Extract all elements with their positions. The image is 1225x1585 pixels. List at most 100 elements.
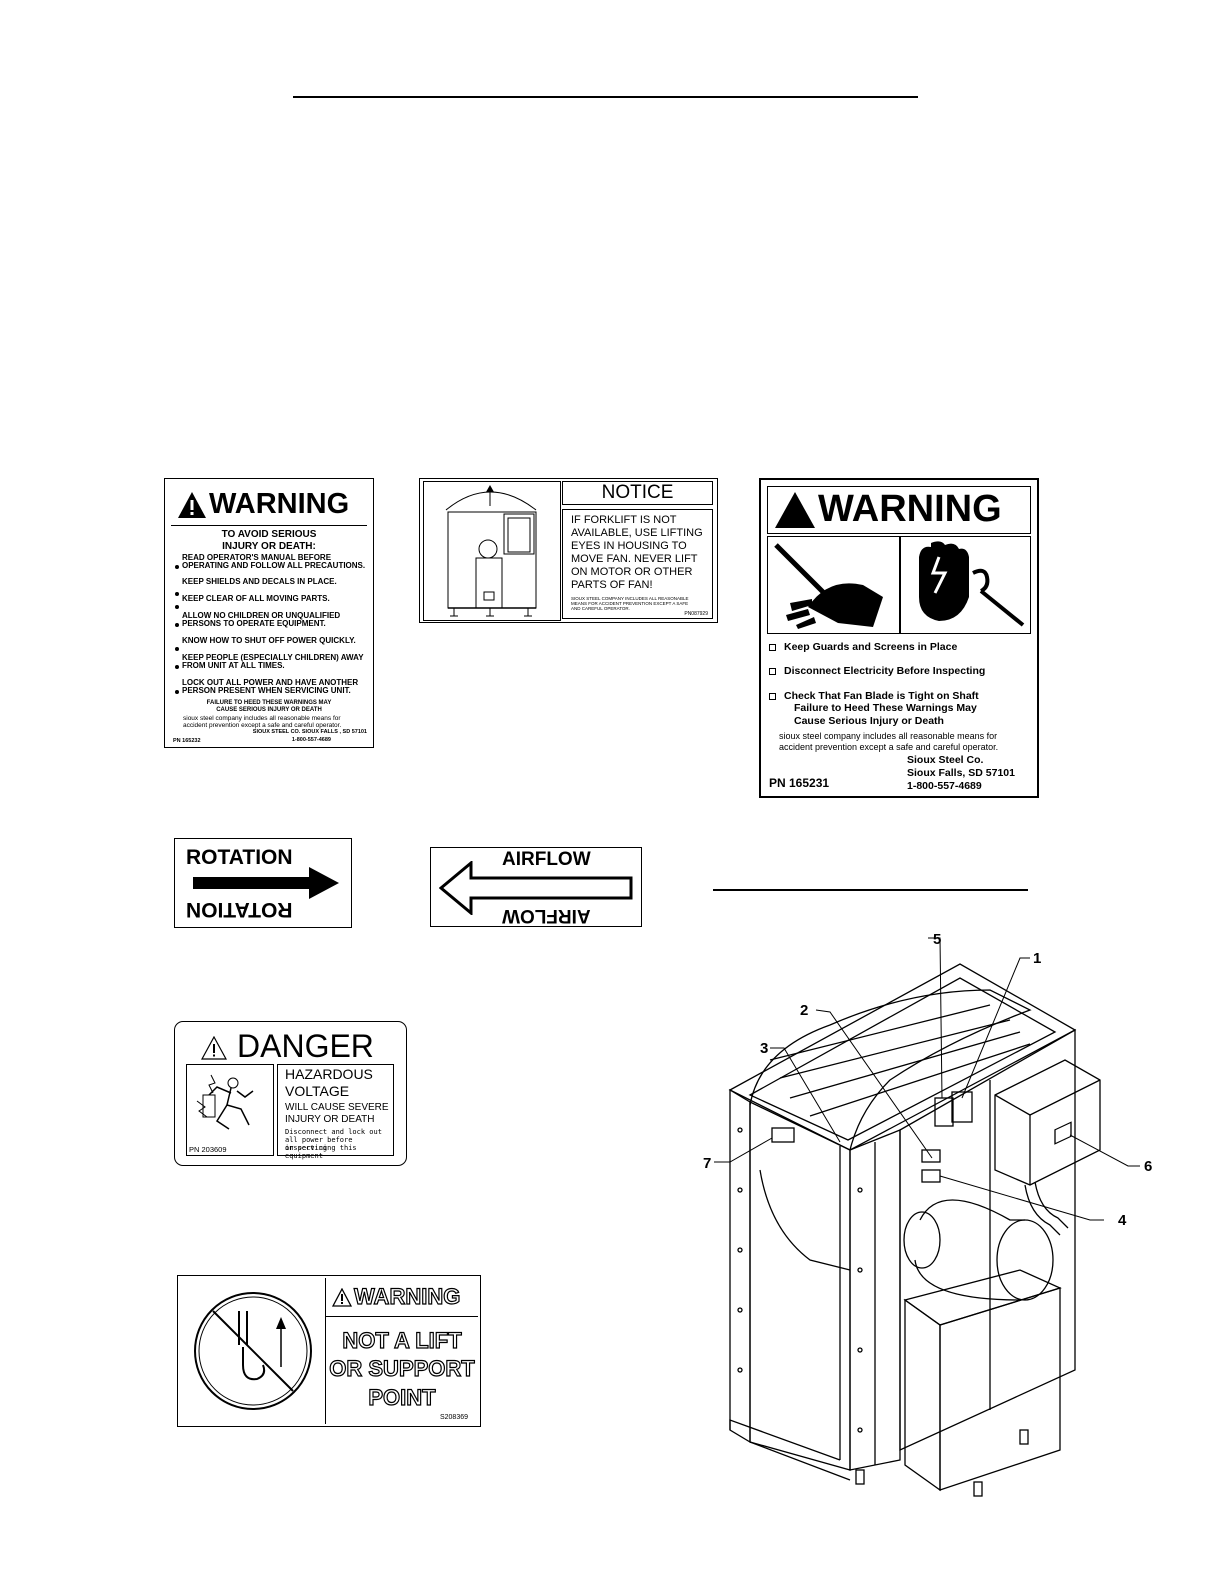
danger-heading: DANGER xyxy=(237,1028,374,1064)
danger-line: INJURY OR DEATH xyxy=(285,1114,375,1125)
bullet-dot xyxy=(175,565,179,569)
warning-fine-2: accident prevention except a safe and ca… xyxy=(183,722,342,729)
bullet-text: Disconnect Electricity Before Inspecting xyxy=(784,665,986,677)
danger-text-box: HAZARDOUS VOLTAGE WILL CAUSE SEVERE INJU… xyxy=(277,1064,394,1160)
warning-line: KEEP CLEAR OF ALL MOVING PARTS. xyxy=(182,594,330,603)
notice-line: IF FORKLIFT IS NOT xyxy=(571,514,677,526)
callout-4: 4 xyxy=(1118,1212,1127,1229)
notice-fine: AND CAREFUL OPERATOR. xyxy=(571,606,630,611)
notice-line: PARTS OF FAN! xyxy=(571,579,653,591)
warning-company: SIOUX STEEL CO. SIOUX FALLS , SD 57101 xyxy=(252,729,367,735)
warning-line: OPERATING AND FOLLOW ALL PRECAUTIONS. xyxy=(182,561,366,570)
decal-rotation: ROTATION ROTATION xyxy=(174,838,352,928)
warning-large-pictograms xyxy=(767,536,1031,634)
nolift-line: NOT A LIFT xyxy=(342,1327,463,1353)
danger-pictogram-box: PN 203609 xyxy=(186,1064,274,1156)
warning-large-bullet: Keep Guards and Screens in Place xyxy=(769,641,957,653)
bullet-dot xyxy=(175,647,179,651)
rotation-label-inverted: ROTATION xyxy=(186,898,293,921)
nolift-heading-row: WARNING xyxy=(326,1278,478,1317)
arrow-right-icon xyxy=(193,867,339,899)
warning-sub1: TO AVOID SERIOUS xyxy=(221,529,317,540)
hand-entanglement-icon xyxy=(774,543,883,629)
danger-pn: PN 203609 xyxy=(189,1145,227,1154)
danger-line: HAZARDOUS xyxy=(285,1066,373,1082)
caution-triangle-icon xyxy=(201,1036,227,1060)
nolift-heading: WARNING xyxy=(353,1283,461,1309)
warning-line: LOCK OUT ALL POWER AND HAVE ANOTHER xyxy=(182,678,359,687)
warning-triangle-icon xyxy=(178,492,206,518)
warning-large-phone: 1-800-557-4689 xyxy=(907,780,982,792)
warning-large-bullet: Disconnect Electricity Before Inspecting xyxy=(769,665,985,677)
danger-fine: Disconnect and lock out xyxy=(285,1128,382,1136)
callout-5: 5 xyxy=(933,931,942,948)
nolift-line: POINT xyxy=(368,1384,436,1410)
notice-fine: SIOUX STEEL COMPANY INCLUDES ALL REASONA… xyxy=(571,596,689,601)
bullet-square-icon xyxy=(769,692,776,700)
warning-sub2: INJURY OR DEATH: xyxy=(222,541,316,552)
warning-large-pn: PN 165231 xyxy=(769,776,830,790)
danger-fine: all power before inspecting xyxy=(285,1136,353,1152)
notice-line: EYES IN HOUSING TO xyxy=(571,540,687,552)
decal-airflow: AIRFLOW AIRFLOW xyxy=(430,847,642,927)
warning-large-bullet: Check That Fan Blade is Tight on Shaft xyxy=(769,690,979,702)
bullet-text: Check That Fan Blade is Tight on Shaft xyxy=(784,690,979,702)
bullet-square-icon xyxy=(769,667,776,675)
warning-line: KEEP SHIELDS AND DECALS IN PLACE. xyxy=(182,577,337,586)
warning-large-fine-2: accident prevention except a safe and ca… xyxy=(779,742,999,752)
bullet-dot xyxy=(175,605,179,609)
danger-line: VOLTAGE xyxy=(285,1083,350,1099)
warning-failure-2: CAUSE SERIOUS INJURY OR DEATH xyxy=(216,707,322,713)
rotation-label: ROTATION xyxy=(186,846,293,869)
notice-heading-box: NOTICE xyxy=(562,481,713,505)
decal-danger: DANGER PN 203609 HAZARDOUS VOLTAGE WILL … xyxy=(174,1021,407,1166)
callout-3: 3 xyxy=(760,1040,769,1057)
callout-1: 1 xyxy=(1033,950,1042,967)
warning-large-heading: WARNING xyxy=(818,488,1002,530)
nolift-pictogram-box xyxy=(180,1278,326,1424)
warning-line: ALLOW NO CHILDREN OR UNQUALIFIED xyxy=(182,611,341,620)
bullet-dot xyxy=(175,623,179,627)
notice-pn: PN087929 xyxy=(684,611,708,617)
fan-assembly-drawing xyxy=(714,937,1140,1497)
warning-line: PERSON PRESENT WHEN SERVICING UNIT. xyxy=(182,686,351,695)
bullet-dot xyxy=(175,592,179,596)
airflow-label: AIRFLOW xyxy=(502,849,591,870)
fan-lifting-diagram xyxy=(423,481,561,621)
danger-line: WILL CAUSE SEVERE xyxy=(285,1102,389,1113)
warning-fine: sioux steel company includes all reasona… xyxy=(183,715,341,722)
decal-notice: NOTICE IF FORKLIFT IS NOT AVAILABLE, USE… xyxy=(419,478,718,623)
notice-fine: MEANS FOR ACCIDENT PREVENTION EXCEPT A S… xyxy=(571,601,689,606)
warning-triangle-icon xyxy=(775,492,815,528)
no-lift-hook-icon xyxy=(194,1292,312,1410)
airflow-label-inverted: AIRFLOW xyxy=(502,905,591,926)
warning-large-fine-1: sioux steel company includes all reasona… xyxy=(779,731,998,741)
nolift-line: OR SUPPORT xyxy=(329,1355,476,1381)
decal-warning-large: WARNING Keep Guards and Screens in Place… xyxy=(759,478,1039,798)
notice-line: MOVE FAN. NEVER LIFT xyxy=(571,553,698,565)
bullet-dot xyxy=(175,690,179,694)
warning-line: PERSONS TO OPERATE EQUIPMENT. xyxy=(182,619,326,628)
decal-warning-small: WARNING TO AVOID SERIOUS INJURY OR DEATH… xyxy=(164,478,374,748)
figure-heading-rule xyxy=(713,889,1028,891)
caution-triangle-icon xyxy=(332,1288,352,1307)
warning-line: READ OPERATOR'S MANUAL BEFORE xyxy=(182,553,332,562)
warning-phone: 1-800-557-4689 xyxy=(291,737,331,743)
notice-line: AVAILABLE, USE LIFTING xyxy=(571,527,703,539)
warning-failure-1: FAILURE TO HEED THESE WARNINGS MAY xyxy=(206,700,332,706)
top-heading-rule xyxy=(293,96,918,98)
notice-line: ON MOTOR OR OTHER xyxy=(571,566,693,578)
warning-line: KNOW HOW TO SHUT OFF POWER QUICKLY. xyxy=(182,636,356,645)
warning-large-company: Sioux Steel Co. xyxy=(907,754,984,766)
callout-2: 2 xyxy=(800,1002,809,1019)
callout-6: 6 xyxy=(1144,1158,1153,1175)
notice-body-box: IF FORKLIFT IS NOT AVAILABLE, USE LIFTIN… xyxy=(562,509,713,619)
warning-large-city: Sioux Falls, SD 57101 xyxy=(907,767,1015,779)
bullet-dot xyxy=(175,665,179,669)
bullet-text: Keep Guards and Screens in Place xyxy=(784,641,958,653)
callout-7: 7 xyxy=(703,1155,712,1172)
danger-fine: or servicing this equipment xyxy=(285,1144,357,1160)
warning-line: FROM UNIT AT ALL TIMES. xyxy=(182,661,285,670)
decal-not-a-lift: WARNING NOT A LIFT OR SUPPORT POINT S208… xyxy=(177,1275,481,1427)
nolift-pn: S208369 xyxy=(439,1414,468,1421)
